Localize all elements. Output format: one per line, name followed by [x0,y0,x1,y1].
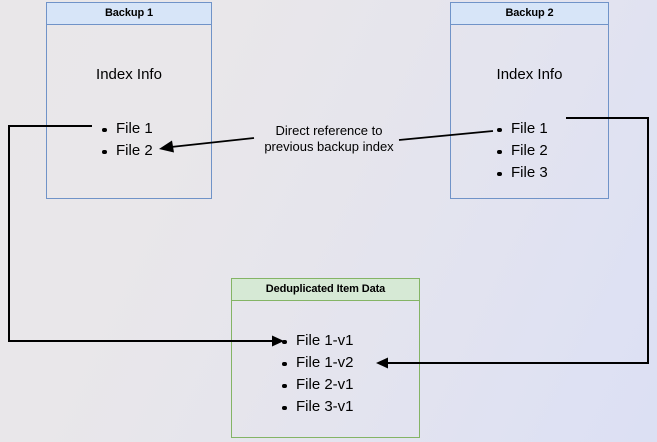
backup-2-file-list: File 1 File 2 File 3 [495,118,548,184]
list-item[interactable]: File 1-v1 [280,330,354,352]
edge-label-direct-reference: Direct reference to previous backup inde… [248,123,410,155]
list-item[interactable]: File 1 [100,118,153,140]
edge-label-line-1: Direct reference to [275,123,383,138]
node-backup-1-body: Index Info File 1 File 2 [47,25,211,198]
list-item[interactable]: File 1-v2 [280,352,354,374]
node-deduplicated-item-data[interactable]: Deduplicated Item Data File 1-v1 File 1-… [231,278,420,438]
dedup-file-list: File 1-v1 File 1-v2 File 2-v1 File 3-v1 [280,330,354,418]
node-backup-2-body: Index Info File 1 File 2 File 3 [451,25,608,198]
node-backup-2[interactable]: Backup 2 Index Info File 1 File 2 File 3 [450,2,609,199]
list-item[interactable]: File 3-v1 [280,396,354,418]
backup-1-index-info-label: Index Info [96,66,162,83]
node-dedup-title: Deduplicated Item Data [232,279,419,301]
node-backup-1[interactable]: Backup 1 Index Info File 1 File 2 [46,2,212,199]
list-item[interactable]: File 3 [495,162,548,184]
list-item[interactable]: File 2-v1 [280,374,354,396]
list-item[interactable]: File 2 [495,140,548,162]
edge-label-line-2: previous backup index [264,139,394,154]
backup-1-file-list: File 1 File 2 [100,118,153,162]
backup-2-index-info-label: Index Info [496,66,563,83]
node-dedup-body: File 1-v1 File 1-v2 File 2-v1 File 3-v1 [232,301,419,437]
node-backup-2-title: Backup 2 [451,3,608,25]
list-item[interactable]: File 1 [495,118,548,140]
list-item[interactable]: File 2 [100,140,153,162]
node-backup-1-title: Backup 1 [47,3,211,25]
